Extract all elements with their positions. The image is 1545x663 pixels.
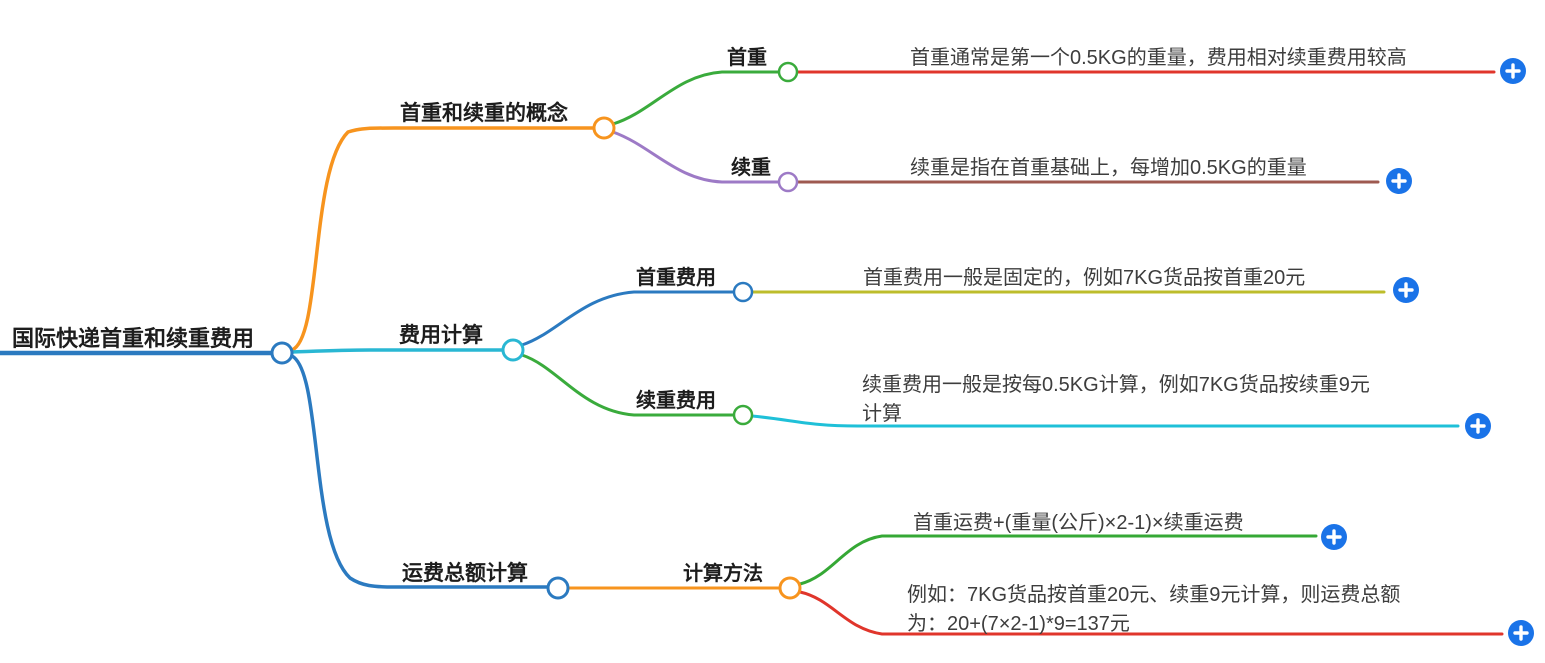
- branch-line-fee-calc: [290, 348, 505, 354]
- subbranch-line-first-weight-fee: [520, 290, 736, 347]
- fee-calc-node-handle[interactable]: [501, 338, 525, 362]
- total-calc-node-label[interactable]: 运费总额计算: [402, 561, 528, 585]
- subbranch-line-additional-weight: [611, 130, 781, 184]
- plus-glyph: [1470, 418, 1486, 434]
- branch-line-concept: [290, 126, 596, 352]
- additional-weight-node-label[interactable]: 续重: [731, 155, 771, 179]
- first-weight-node-handle[interactable]: [777, 61, 799, 83]
- example-line2[interactable]: 为：20+(7×2-1)*9=137元: [907, 612, 1130, 635]
- total-calc-node-handle[interactable]: [546, 576, 570, 600]
- additional-weight-node-handle[interactable]: [777, 171, 799, 193]
- additional-weight-fee-desc-line1[interactable]: 续重费用一般是按每0.5KG计算，例如7KG货品按续重9元: [862, 373, 1370, 396]
- first-weight-fee-desc-label[interactable]: 首重费用一般是固定的，例如7KG货品按首重20元: [863, 266, 1305, 289]
- root-node-handle[interactable]: [270, 341, 294, 365]
- add-child-button[interactable]: [1393, 277, 1419, 303]
- first-weight-fee-node-label[interactable]: 首重费用: [636, 265, 716, 289]
- concept-node-label[interactable]: 首重和续重的概念: [400, 101, 568, 125]
- first-weight-fee-node-handle[interactable]: [732, 281, 754, 303]
- root-node-label[interactable]: 国际快递首重和续重费用: [12, 326, 254, 351]
- fee-calc-node-label[interactable]: 费用计算: [399, 323, 483, 347]
- add-child-button[interactable]: [1465, 413, 1491, 439]
- first-weight-node-label[interactable]: 首重: [727, 45, 767, 69]
- branch-line-total-calc: [290, 354, 550, 589]
- plus-glyph: [1391, 173, 1407, 189]
- add-child-button[interactable]: [1500, 58, 1526, 84]
- plus-glyph: [1326, 529, 1342, 545]
- formula-label[interactable]: 首重运费+(重量(公斤)×2-1)×续重运费: [913, 511, 1244, 534]
- subbranch-line-additional-weight-fee: [520, 353, 736, 417]
- additional-weight-desc-label[interactable]: 续重是指在首重基础上，每增加0.5KG的重量: [910, 156, 1307, 179]
- leaf-line-example: [798, 590, 1504, 636]
- additional-weight-fee-desc-line2[interactable]: 计算: [862, 402, 902, 425]
- add-child-button[interactable]: [1508, 620, 1534, 646]
- leaf-line-formula: [798, 534, 1318, 586]
- add-child-button[interactable]: [1321, 524, 1347, 550]
- additional-weight-fee-node-handle[interactable]: [732, 404, 754, 426]
- plus-glyph: [1513, 625, 1529, 641]
- calc-method-node-handle[interactable]: [778, 576, 802, 600]
- example-line1[interactable]: 例如：7KG货品按首重20元、续重9元计算，则运费总额: [907, 583, 1400, 606]
- subbranch-line-first-weight: [611, 70, 781, 126]
- plus-glyph: [1505, 63, 1521, 79]
- additional-weight-fee-node-label[interactable]: 续重费用: [636, 388, 716, 412]
- plus-glyph: [1398, 282, 1414, 298]
- add-child-button[interactable]: [1386, 168, 1412, 194]
- calc-method-node-label[interactable]: 计算方法: [683, 561, 763, 585]
- concept-node-handle[interactable]: [592, 116, 616, 140]
- first-weight-desc-label[interactable]: 首重通常是第一个0.5KG的重量，费用相对续重费用较高: [910, 46, 1407, 69]
- leaf-line-additional-weight-fee-desc: [750, 414, 1460, 428]
